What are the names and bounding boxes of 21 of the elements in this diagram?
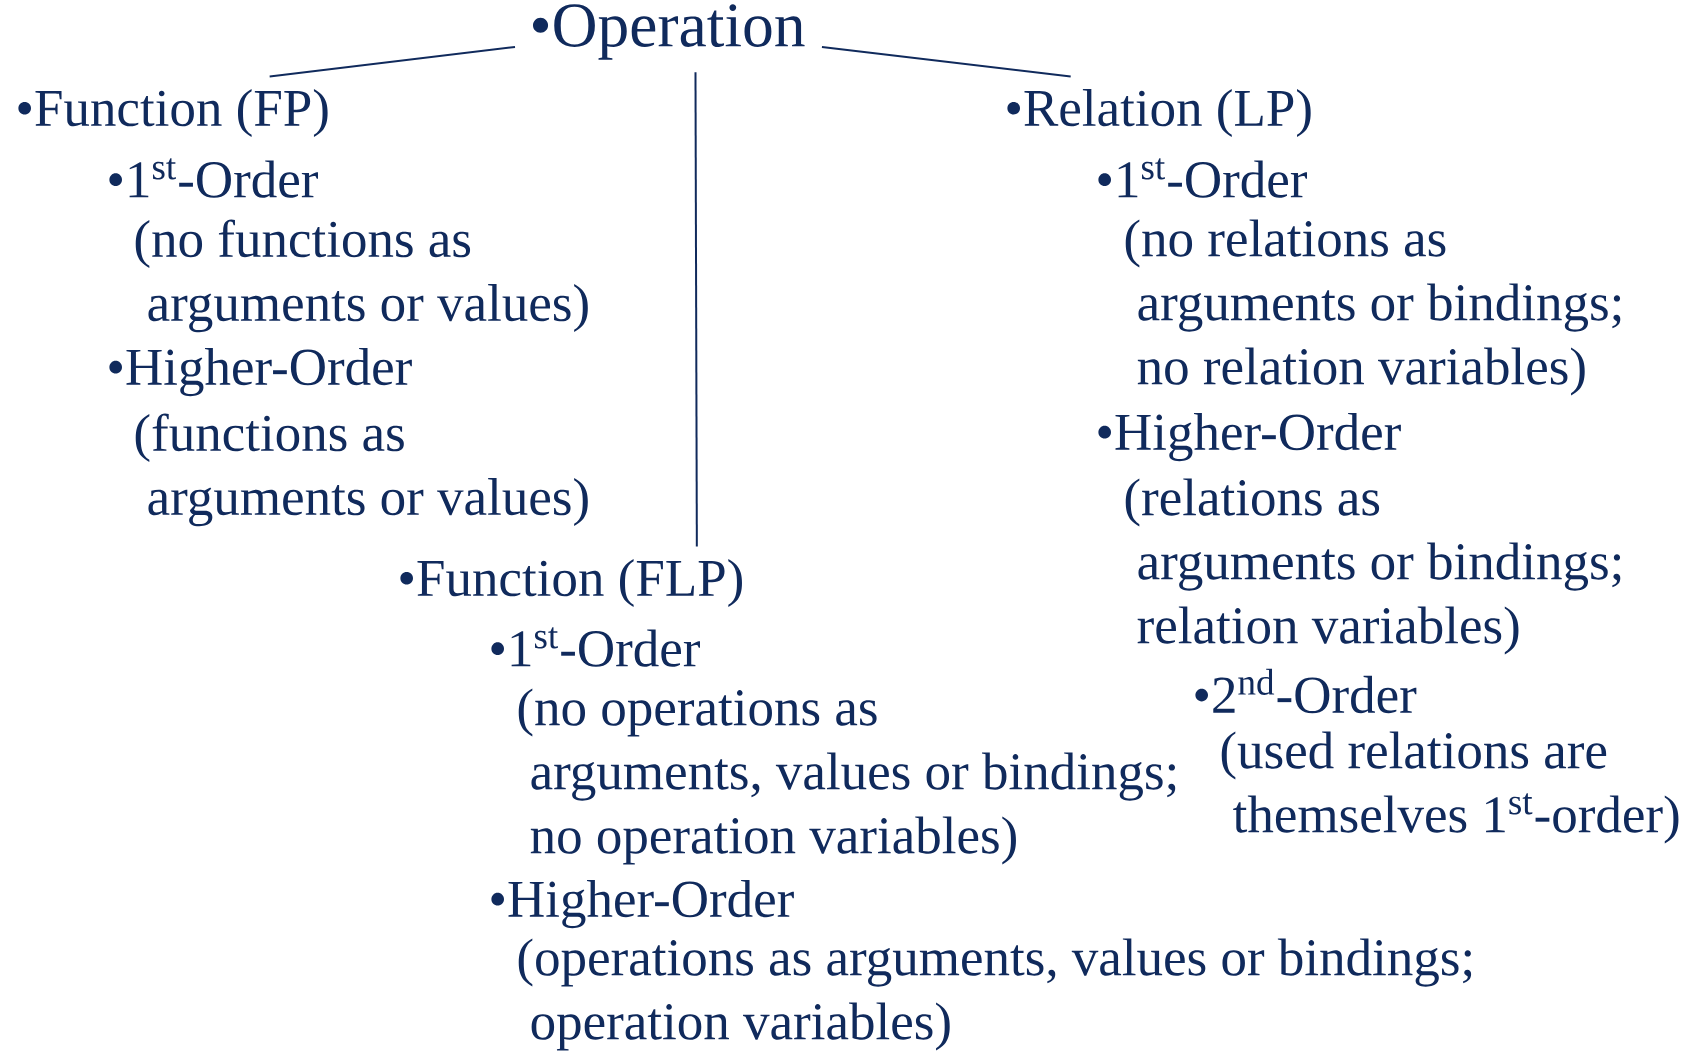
category-heading: •Function (FP) [18,88,328,138]
item-text: (no functions as arguments or values) [135,219,588,333]
item-text: (used relations are themselves 1$^{st}$-order) [1221,731,1679,844]
category-heading: •Operation [533,4,805,60]
item-text: (relations as arguments or bindings; relation variables) [1125,478,1621,655]
item-text: •1$^{st}$-Order [1098,158,1307,198]
item-text: (functions as arguments or values) [135,413,588,527]
connector-line [268,46,516,78]
connector-line [694,71,698,548]
item-text: (no relations as arguments or bindings; no relation variables) [1125,219,1621,396]
item-text: (no operations as arguments, values or bindings; no operation variables) [518,688,1176,865]
category-heading: •Function (FLP) [400,558,742,608]
item-text: •Higher-Order [491,879,794,929]
item-text: •Higher-Order [1098,412,1401,462]
item-text: •1$^{st}$-Order [491,627,700,667]
item-text: (operations as arguments, values or bindings; operation variables) [518,938,1472,1051]
item-text: •1$^{st}$-Order [109,158,318,198]
connector-line [820,46,1072,78]
item-text: •Higher-Order [109,347,412,397]
category-heading: •Relation (LP) [1007,88,1311,138]
item-text: •2$^{nd}$-Order [1195,668,1417,714]
